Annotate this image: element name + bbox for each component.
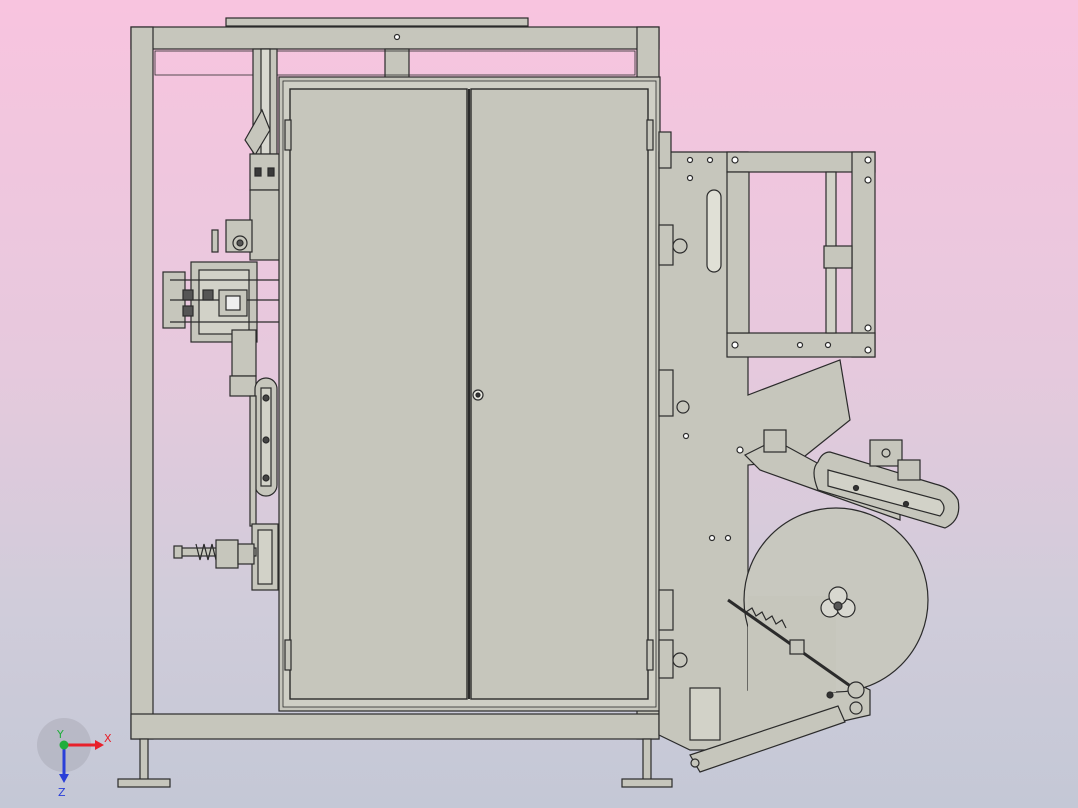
right-door[interactable] (470, 88, 649, 700)
belt-drive (229, 329, 278, 527)
top-plate (225, 17, 529, 27)
gear-motor (211, 219, 253, 253)
left-door[interactable] (289, 88, 468, 700)
film-roll (743, 507, 929, 693)
vertical-column (244, 48, 281, 261)
door-lock-icon[interactable] (472, 389, 484, 401)
film-frame (726, 151, 876, 358)
x-axis-label: X (104, 732, 112, 745)
door-hinges (284, 119, 654, 671)
coordinate-triad: X Y Z (37, 718, 112, 799)
dancer-arm (743, 429, 960, 529)
side-plate-mounts (658, 131, 744, 679)
cutter-spring-assembly (173, 523, 279, 591)
z-axis-label: Z (58, 786, 66, 799)
jaw-carriage (162, 261, 280, 343)
right-leveling-foot (621, 738, 673, 788)
left-leveling-foot (117, 738, 171, 788)
tension-spring (689, 598, 865, 773)
y-axis-label: Y (56, 728, 64, 741)
